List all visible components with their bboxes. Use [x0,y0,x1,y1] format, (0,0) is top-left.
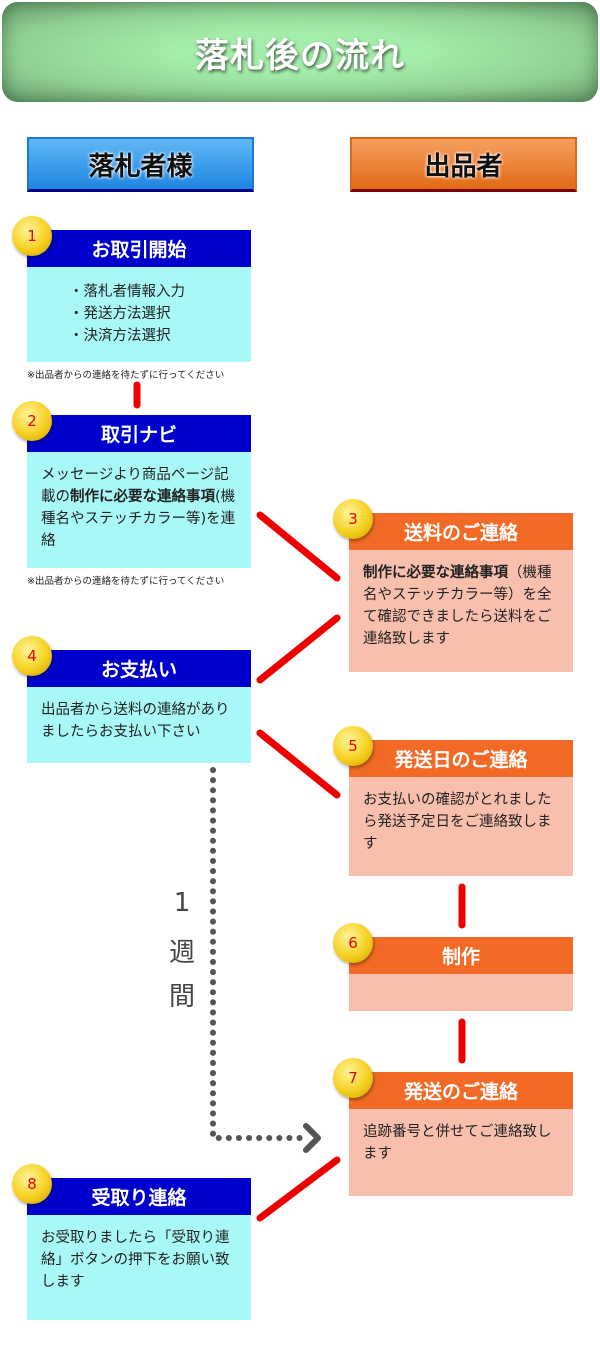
step-7-box: 発送のご連絡 追跡番号と併せてご連絡致します [349,1072,573,1196]
title-banner: 落札後の流れ [2,2,598,102]
seller-column-header: 出品者 [350,137,577,192]
step-title: お取引開始 [27,230,251,267]
step-body: お受取りましたら「受取り連絡」ボタンの押下をお願い致します [27,1215,251,1320]
step-body: 追跡番号と併せてご連絡致します [349,1109,573,1196]
step-number-badge: 1 [12,216,52,256]
step-title: 取引ナビ [27,415,251,452]
step-body [349,974,573,1011]
step-title: 発送のご連絡 [349,1072,573,1109]
step-number-badge: 8 [12,1164,52,1204]
step-body: メッセージより商品ページ記載の制作に必要な連絡事項(機種名やステッチカラー等)を… [27,452,251,568]
step-title: 発送日のご連絡 [349,740,573,777]
step-4-box: お支払い 出品者から送料の連絡がありましたらお支払い下さい [27,650,251,763]
connector-4-5 [256,729,341,799]
note-text: ※出品者からの連絡を待たずに行ってください [27,370,225,381]
page-title: 落札後の流れ [195,35,405,76]
step-1-box: お取引開始 ・落札者情報入力 ・発送方法選択 ・決済方法選択 [27,230,251,362]
step-number-badge: 3 [333,499,373,539]
step-title: 受取り連絡 [27,1178,251,1215]
connector-3-4 [256,614,341,684]
step-8-box: 受取り連絡 お受取りましたら「受取り連絡」ボタンの押下をお願い致します [27,1178,251,1320]
step-title: 制作 [349,937,573,974]
step-body: 制作に必要な連絡事項（機種名やステッチカラー等）を全て確認できましたら送料をご連… [349,550,573,672]
connector-7-8 [256,1156,341,1222]
step-number-badge: 7 [333,1058,373,1098]
step-6-box: 制作 [349,937,573,1011]
step-body: 出品者から送料の連絡がありましたらお支払い下さい [27,687,251,763]
note-text: ※出品者からの連絡を待たずに行ってください [27,576,225,587]
step-title: お支払い [27,650,251,687]
connector-2-3 [256,511,341,582]
one-week-dotted-arrow [210,767,321,1153]
week-label-3: 間 [168,982,195,1012]
step-5-box: 発送日のご連絡 お支払いの確認がとれましたら発送予定日をご連絡致します [349,740,573,876]
step-number-badge: 4 [12,636,52,676]
step-2-box: 取引ナビ メッセージより商品ページ記載の制作に必要な連絡事項(機種名やステッチカ… [27,415,251,568]
step-3-box: 送料のご連絡 制作に必要な連絡事項（機種名やステッチカラー等）を全て確認できまし… [349,513,573,672]
week-label-1: 1 [173,888,191,918]
step-number-badge: 6 [333,923,373,963]
step-number-badge: 2 [12,401,52,441]
step-number-badge: 5 [333,726,373,766]
step-body: お支払いの確認がとれましたら発送予定日をご連絡致します [349,777,573,876]
list-item: ・発送方法選択 [69,306,171,322]
list-item: ・落札者情報入力 [69,284,185,300]
buyer-column-header: 落札者様 [27,137,254,192]
week-label-2: 週 [168,938,195,968]
list-item: ・決済方法選択 [69,328,171,344]
step-title: 送料のご連絡 [349,513,573,550]
